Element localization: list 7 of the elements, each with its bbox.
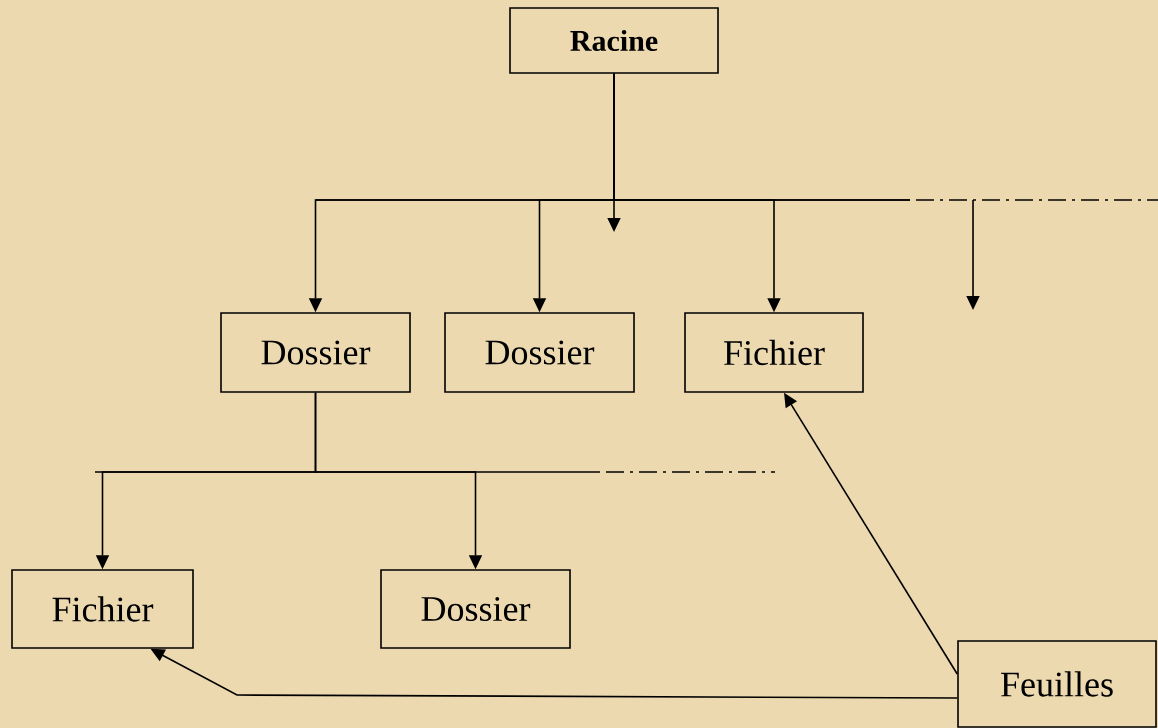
label-box: Feuilles xyxy=(957,640,1157,728)
label-box: Fichier xyxy=(11,569,194,649)
label-box: Dossier xyxy=(444,312,635,393)
label-box: Dossier xyxy=(220,312,411,393)
label-box: Racine xyxy=(509,7,719,74)
label-box: Fichier xyxy=(684,312,864,393)
label-box: Dossier xyxy=(380,569,571,649)
